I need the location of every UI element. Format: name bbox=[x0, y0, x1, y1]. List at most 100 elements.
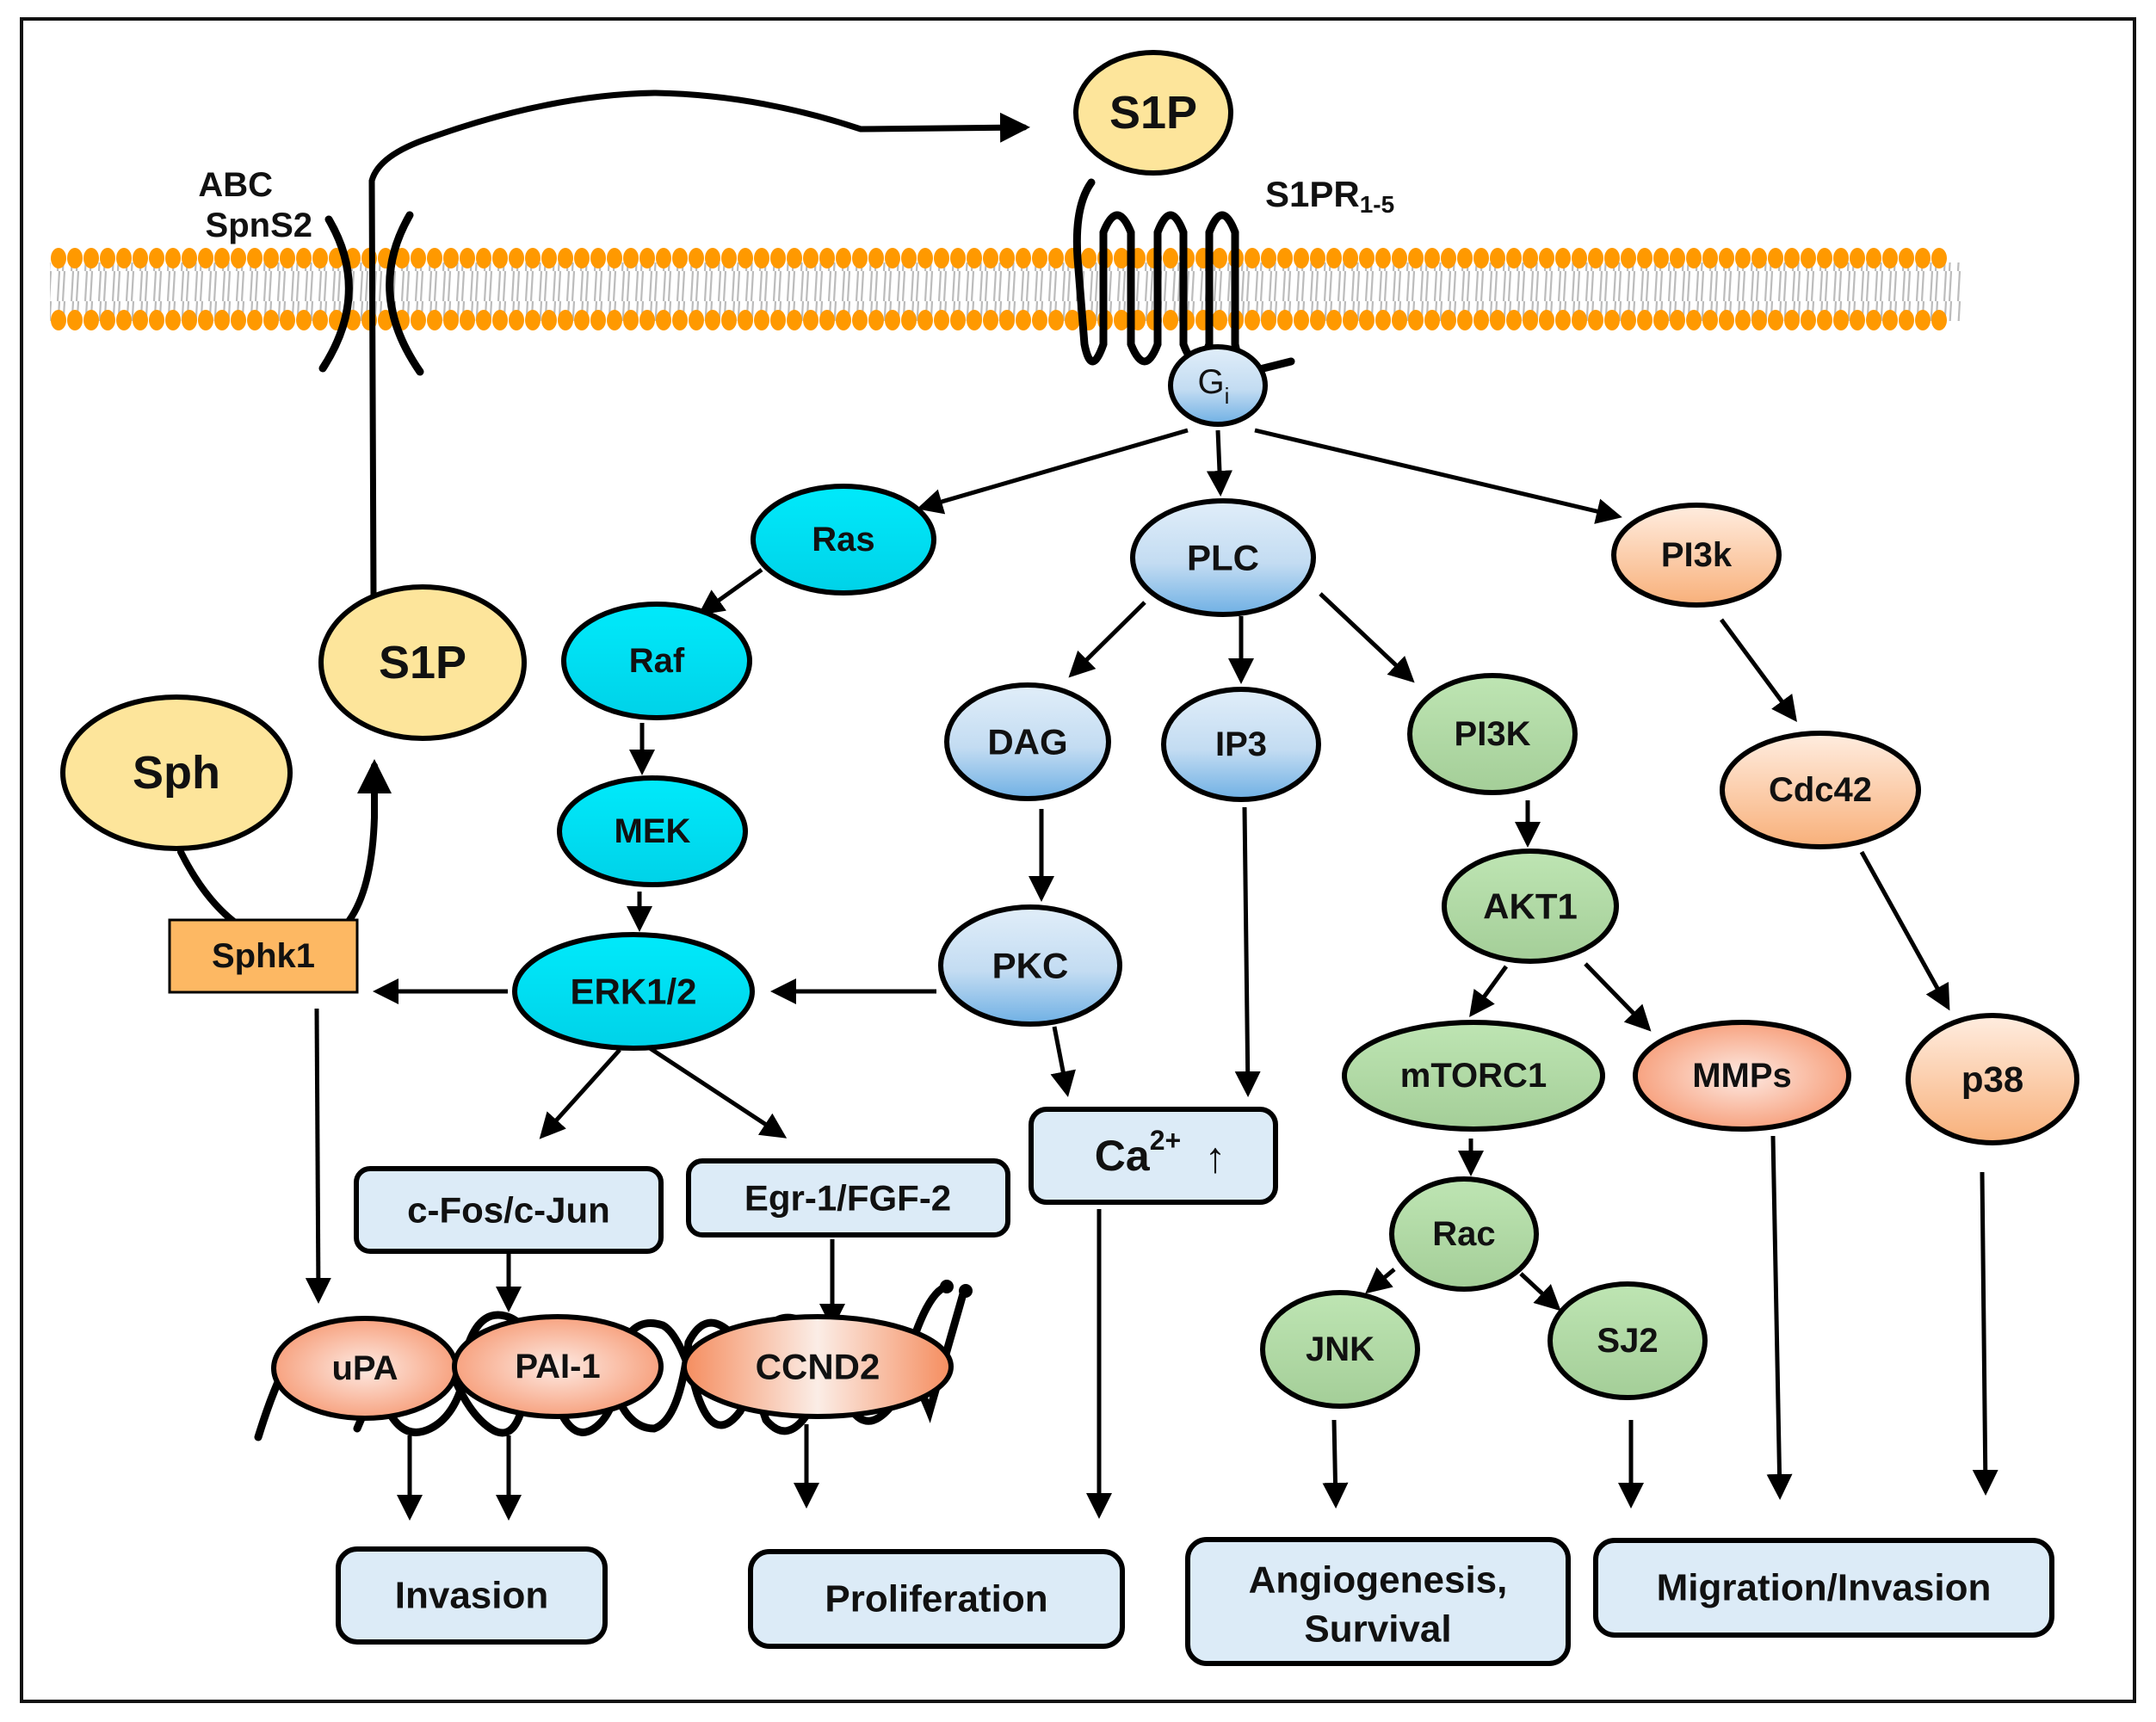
membrane-inner-head bbox=[1915, 310, 1931, 330]
node-mtorc1[interactable]: mTORC1 bbox=[1342, 1020, 1605, 1132]
membrane-inner-head bbox=[1114, 310, 1129, 330]
membrane-outer-head bbox=[67, 248, 83, 268]
node-raf[interactable]: Raf bbox=[561, 602, 752, 720]
node-pi3k-green[interactable]: PI3K bbox=[1407, 673, 1578, 795]
membrane-outer-head bbox=[443, 248, 459, 268]
membrane-inner-head bbox=[917, 310, 933, 330]
membrane-outer-head bbox=[280, 248, 295, 268]
arrow-ras-to-raf bbox=[697, 567, 763, 615]
membrane-outer-head bbox=[1882, 248, 1898, 268]
membrane-inner-head bbox=[770, 310, 786, 330]
cell-membrane bbox=[50, 248, 1962, 330]
membrane-inner-head bbox=[1294, 310, 1309, 330]
node-calcium[interactable]: Ca2+ ↑ bbox=[1029, 1107, 1278, 1205]
membrane-outer-head bbox=[1343, 248, 1358, 268]
node-mek[interactable]: MEK bbox=[557, 775, 748, 887]
node-p38[interactable]: p38 bbox=[1906, 1013, 2079, 1145]
node-pai1[interactable]: PAI-1 bbox=[452, 1314, 664, 1419]
membrane-inner-head bbox=[574, 310, 590, 330]
node-rac[interactable]: Rac bbox=[1389, 1176, 1539, 1292]
membrane-outer-head bbox=[1048, 248, 1064, 268]
membrane-inner-head bbox=[296, 310, 312, 330]
node-ras[interactable]: Ras bbox=[751, 484, 936, 596]
node-s1p-extracellular[interactable]: S1P bbox=[1073, 50, 1233, 176]
outcome-proliferation[interactable]: Proliferation bbox=[748, 1549, 1125, 1649]
node-gi[interactable]: Gi bbox=[1168, 344, 1268, 427]
outcome-angiogenesis-survival[interactable]: Angiogenesis, Survival bbox=[1185, 1537, 1571, 1666]
node-s1p-intracellular[interactable]: S1P bbox=[318, 584, 527, 741]
membrane-outer-head bbox=[1702, 248, 1718, 268]
arrow-pi3k_orange-to-cdc42 bbox=[1719, 618, 1797, 723]
membrane-inner-head bbox=[1768, 310, 1783, 330]
membrane-outer-head bbox=[1621, 248, 1636, 268]
node-ip3[interactable]: IP3 bbox=[1161, 687, 1321, 802]
membrane-inner-head bbox=[280, 310, 295, 330]
membrane-inner-head bbox=[427, 310, 442, 330]
membrane-inner-head bbox=[509, 310, 524, 330]
svg-text:MMPs: MMPs bbox=[1692, 1057, 1792, 1095]
membrane-outer-head bbox=[1670, 248, 1685, 268]
membrane-inner-head bbox=[1588, 310, 1603, 330]
outcome-invasion[interactable]: Invasion bbox=[336, 1546, 608, 1645]
svg-text:MEK: MEK bbox=[615, 812, 691, 850]
membrane-outer-head bbox=[1817, 248, 1832, 268]
membrane-outer-head bbox=[1637, 248, 1653, 268]
svg-text:S1P: S1P bbox=[379, 637, 466, 688]
membrane-inner-head bbox=[1032, 310, 1047, 330]
membrane-outer-head bbox=[705, 248, 720, 268]
node-plc[interactable]: PLC bbox=[1130, 498, 1316, 617]
receptor-label: S1PR1-5 bbox=[1265, 174, 1394, 218]
abc-spns2-transporter-icon bbox=[318, 211, 424, 376]
membrane-outer-head bbox=[738, 248, 753, 268]
s1p-export-arrow bbox=[368, 89, 1030, 602]
node-erk[interactable]: ERK1/2 bbox=[512, 932, 755, 1051]
membrane-outer-head bbox=[149, 248, 164, 268]
node-ccnd2[interactable]: CCND2 bbox=[682, 1314, 954, 1419]
node-akt1[interactable]: AKT1 bbox=[1442, 849, 1619, 964]
node-cdc42[interactable]: Cdc42 bbox=[1720, 731, 1921, 849]
membrane-outer-head bbox=[868, 248, 884, 268]
node-sph[interactable]: Sph bbox=[60, 694, 293, 851]
membrane-outer-head bbox=[1424, 248, 1440, 268]
node-jnk[interactable]: JNK bbox=[1260, 1290, 1420, 1409]
node-egr1-fgf2[interactable]: Egr-1/FGF-2 bbox=[686, 1158, 1010, 1237]
membrane-outer-head bbox=[885, 248, 900, 268]
membrane-outer-head bbox=[1506, 248, 1522, 268]
svg-text:PI3k: PI3k bbox=[1661, 536, 1733, 574]
arrow-gi-to-plc bbox=[1206, 429, 1232, 497]
node-dag[interactable]: DAG bbox=[944, 682, 1111, 801]
svg-text:Gi: Gi bbox=[1198, 363, 1230, 409]
membrane-inner-head bbox=[1751, 310, 1767, 330]
membrane-outer-head bbox=[901, 248, 917, 268]
svg-text:Ras: Ras bbox=[812, 521, 874, 559]
membrane-inner-head bbox=[198, 310, 213, 330]
node-cfos-cjun[interactable]: c-Fos/c-Jun bbox=[354, 1166, 664, 1254]
membrane-outer-head bbox=[1850, 248, 1865, 268]
membrane-inner-head bbox=[1359, 310, 1375, 330]
svg-text:p38: p38 bbox=[1961, 1059, 2023, 1100]
arrow-cdc42-to-p38 bbox=[1859, 850, 1950, 1011]
node-mmps[interactable]: MMPs bbox=[1633, 1020, 1851, 1132]
node-pkc[interactable]: PKC bbox=[938, 904, 1122, 1027]
membrane-outer-head bbox=[427, 248, 442, 268]
membrane-outer-head bbox=[1032, 248, 1047, 268]
node-sj2[interactable]: SJ2 bbox=[1548, 1281, 1708, 1400]
membrane-outer-head bbox=[639, 248, 655, 268]
membrane-outer-head bbox=[1572, 248, 1587, 268]
membrane-outer-head bbox=[1784, 248, 1800, 268]
s1pr-receptor-icon bbox=[1072, 178, 1295, 374]
membrane-inner-head bbox=[1048, 310, 1064, 330]
membrane-inner-head bbox=[1016, 310, 1031, 330]
node-upa[interactable]: uPA bbox=[271, 1316, 459, 1421]
membrane-inner-head bbox=[1392, 310, 1407, 330]
membrane-outer-head bbox=[803, 248, 819, 268]
membrane-outer-head bbox=[165, 248, 181, 268]
svg-text:Sphk1: Sphk1 bbox=[212, 937, 315, 975]
outcome-migration-invasion[interactable]: Migration/Invasion bbox=[1593, 1538, 2054, 1638]
membrane-inner-head bbox=[165, 310, 181, 330]
node-sphk1[interactable]: Sphk1 bbox=[168, 918, 359, 994]
membrane-inner-head bbox=[1261, 310, 1276, 330]
svg-text:PI3K: PI3K bbox=[1455, 715, 1531, 753]
membrane-outer-head bbox=[999, 248, 1015, 268]
node-pi3k-orange[interactable]: PI3k bbox=[1611, 503, 1782, 608]
